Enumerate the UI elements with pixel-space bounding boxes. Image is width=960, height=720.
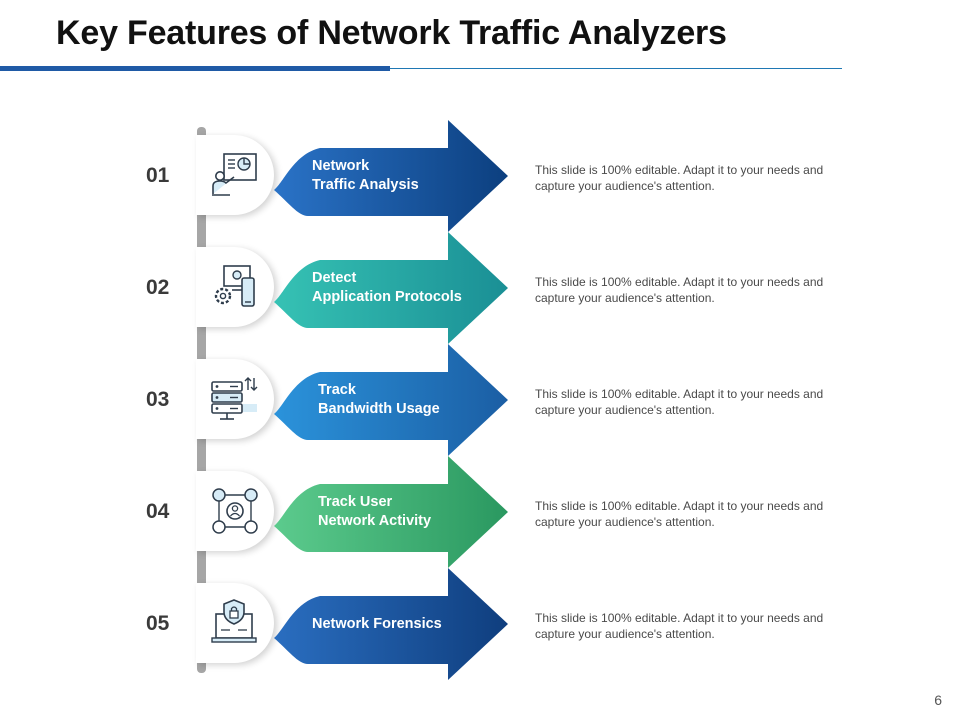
feature-label: Track Bandwidth Usage bbox=[318, 374, 498, 426]
feature-label: Detect Application Protocols bbox=[312, 262, 492, 314]
feature-arrow bbox=[274, 568, 508, 680]
server-transfer-icon bbox=[211, 377, 258, 420]
feature-label-line: Application Protocols bbox=[312, 289, 462, 305]
feature-label-line: Network Activity bbox=[318, 513, 432, 529]
feature-label-line: Network bbox=[312, 158, 370, 174]
feature-number: 03 bbox=[146, 388, 170, 411]
feature-row: 01 Network Traffic Analysis This slide i… bbox=[0, 120, 960, 232]
feature-arrow bbox=[274, 456, 508, 568]
feature-row: 02 Detect Application Protocols This sli… bbox=[0, 232, 960, 344]
user-network-icon bbox=[212, 488, 258, 534]
feature-number: 01 bbox=[146, 164, 170, 187]
feature-description: This slide is 100% editable. Adapt it to… bbox=[535, 499, 824, 529]
feature-description: This slide is 100% editable. Adapt it to… bbox=[535, 387, 824, 417]
feature-label: Track User Network Activity bbox=[318, 486, 498, 538]
feature-number: 04 bbox=[146, 500, 170, 523]
feature-label-line: Bandwidth Usage bbox=[318, 401, 440, 417]
page-number: 6 bbox=[934, 692, 942, 708]
slide-title: Key Features of Network Traffic Analyzer… bbox=[56, 14, 727, 52]
feature-description: This slide is 100% editable. Adapt it to… bbox=[535, 275, 824, 305]
feature-label-line: Traffic Analysis bbox=[312, 177, 419, 193]
feature-row: 04 Track User Network Activity This slid… bbox=[0, 456, 960, 568]
feature-label-line: Track bbox=[318, 382, 356, 398]
feature-label: Network Traffic Analysis bbox=[312, 150, 492, 202]
feature-label-line: Detect bbox=[312, 270, 357, 286]
feature-row: 05 Network Forensics This slide is 100% … bbox=[0, 568, 960, 680]
secure-laptop-icon bbox=[211, 599, 257, 643]
feature-row: 03 Track Bandwidth Usage This slide is 1… bbox=[0, 344, 960, 456]
feature-label-line: Network Forensics bbox=[312, 615, 442, 632]
feature-arrow bbox=[274, 120, 508, 232]
icon-card bbox=[196, 247, 274, 327]
feature-description: This slide is 100% editable. Adapt it to… bbox=[535, 163, 824, 193]
presentation-chart-icon bbox=[212, 153, 257, 196]
feature-arrow bbox=[274, 344, 508, 456]
feature-label-line: Track User bbox=[318, 494, 393, 510]
devices-settings-icon bbox=[214, 265, 255, 307]
feature-arrow bbox=[274, 232, 508, 344]
feature-description: This slide is 100% editable. Adapt it to… bbox=[535, 611, 824, 641]
feature-number: 02 bbox=[146, 276, 170, 299]
feature-label: Network Forensics bbox=[312, 598, 492, 650]
title-underline-accent bbox=[0, 66, 390, 71]
title-underline-rule bbox=[390, 68, 842, 69]
feature-number: 05 bbox=[146, 612, 170, 635]
